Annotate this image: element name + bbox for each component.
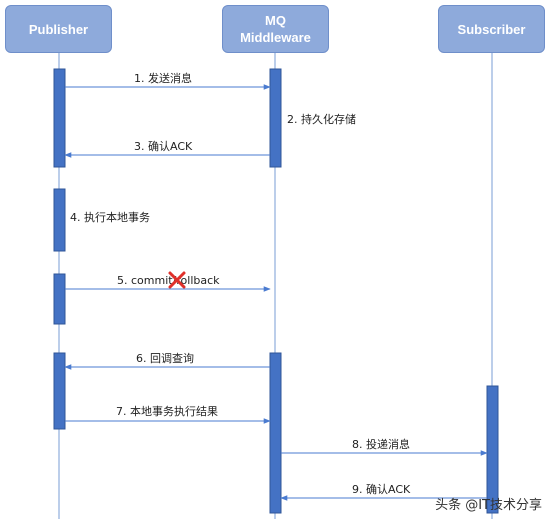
message-5-label: 5. commit/rollback	[117, 274, 220, 287]
subscriber-activation	[486, 385, 499, 514]
mq-middleware-box: MQ Middleware	[222, 5, 329, 53]
message-2-label: 2. 持久化存储	[287, 112, 356, 126]
publisher-activation-4	[53, 352, 66, 430]
message-8-label: 8. 投递消息	[352, 437, 410, 451]
message-9-label: 9. 确认ACK	[352, 483, 411, 496]
message-6-label: 6. 回调查询	[136, 351, 194, 365]
rollback-cross-icon	[168, 271, 186, 289]
publisher-activation-1	[53, 68, 66, 168]
mq-label-line1: MQ	[265, 13, 286, 28]
message-4-label: 4. 执行本地事务	[70, 210, 150, 224]
message-3-label: 3. 确认ACK	[134, 140, 193, 153]
publisher-box: Publisher	[5, 5, 112, 53]
publisher-activation-2	[53, 188, 66, 252]
message-7-label: 7. 本地事务执行结果	[116, 404, 218, 418]
subscriber-box: Subscriber	[438, 5, 545, 53]
mq-activation-1	[269, 68, 282, 168]
mq-label-line2: Middleware	[240, 30, 311, 45]
publisher-activation-3	[53, 273, 66, 325]
mq-activation-2	[269, 352, 282, 514]
publisher-label: Publisher	[28, 21, 89, 37]
watermark: 头条 @IT技术分享	[435, 498, 542, 513]
message-1-label: 1. 发送消息	[134, 71, 192, 85]
subscriber-label: Subscriber	[457, 21, 526, 37]
